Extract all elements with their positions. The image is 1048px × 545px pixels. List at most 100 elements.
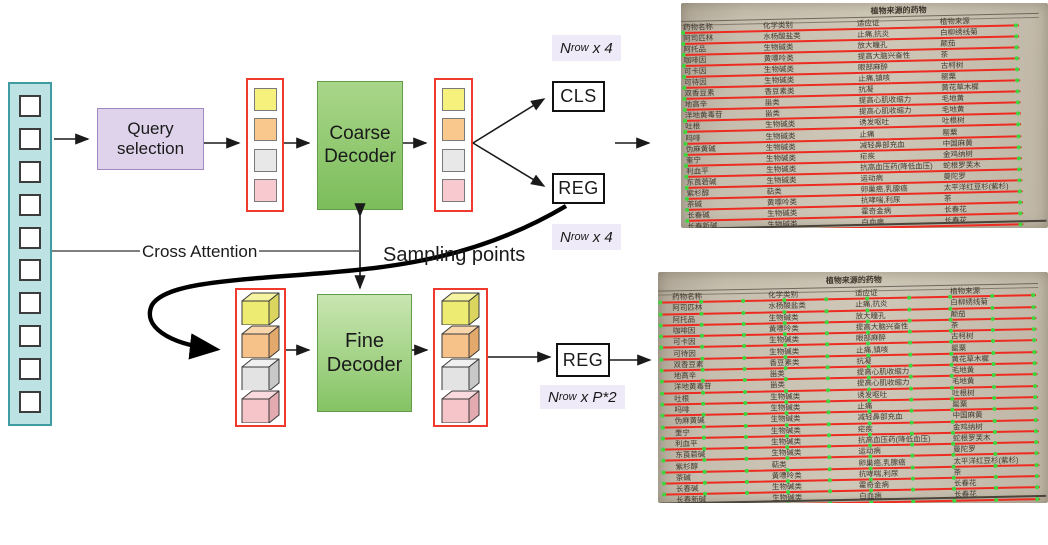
table-cell: 水杨酸盐类 [768, 301, 806, 311]
table-cell: 罂粟 [942, 127, 958, 137]
table-cell: 地高辛 [673, 371, 697, 381]
coarse-result-photo: 植物来源的药物药物名称化学类别适应证植物来源阿司匹林水杨酸盐类止痛,抗炎白柳绣线… [681, 3, 1048, 228]
coarse-output-queries-box [434, 78, 473, 212]
table-cell: 吐根树 [942, 116, 965, 126]
table-cell: 萜类 [771, 459, 787, 469]
sampling-points-label: Sampling points [383, 244, 526, 266]
reg-head-coarse: REG [552, 173, 605, 204]
table-cell: 阿司匹林 [683, 33, 714, 43]
table-cell: 眼部麻醉 [857, 62, 888, 73]
query-cube [241, 292, 279, 325]
query-selection-label: Query selection [116, 119, 185, 158]
table-cell: 毛地黄 [941, 104, 965, 115]
table-cell: 利血平 [686, 166, 709, 176]
table-cell: 药物名称 [682, 22, 714, 32]
table-cell: 黄花草木樨 [951, 353, 990, 364]
photo-table-title: 植物来源的药物 [825, 275, 882, 286]
table-cell: 化学类别 [762, 20, 794, 31]
table-cell: 茶 [943, 193, 952, 203]
fine-decoder-block: Fine Decoder [317, 294, 412, 412]
table-cell: 黄嘌呤类 [763, 53, 794, 64]
table-cell: 金鸡纳树 [952, 421, 983, 432]
table-cell: 萜类 [766, 186, 782, 196]
encoder-token [19, 193, 41, 216]
table-cell: 罂粟 [951, 343, 967, 353]
fine-decoder-label: Fine Decoder [326, 330, 403, 376]
table-cell: 止痛,镇咳 [856, 344, 889, 355]
encoder-token [19, 127, 41, 150]
table-cell: 长春碱 [687, 210, 710, 220]
table-cell: 提高心肌收缩力 [856, 366, 910, 377]
table-cell: 可卡因 [683, 66, 707, 77]
fine-input-queries-box [235, 288, 286, 427]
table-cell: 阿托品 [672, 314, 696, 324]
table-cell: 中国麻黄 [942, 137, 973, 148]
table-cell: 吐根 [685, 122, 701, 132]
table-cell: 双香豆素 [673, 359, 704, 370]
table-cell: 利血平 [674, 438, 698, 449]
table-cell: 古柯树 [950, 331, 974, 341]
table-cell: 洋地黄毒苷 [684, 110, 723, 121]
table-cell: 茶碱 [675, 472, 691, 483]
table-cell: 减轻鼻部充血 [857, 412, 903, 422]
table-cell: 曼陀罗 [953, 444, 976, 454]
table-cell: 提高心肌收缩力 [856, 378, 910, 389]
query-cube [441, 358, 479, 391]
table-cell: 太平洋红豆杉(紫杉) [953, 454, 1019, 466]
table-cell: 放大瞳孔 [855, 310, 886, 321]
table-cell: 生物碱类 [765, 141, 796, 152]
selected-queries-box [246, 78, 284, 212]
table-cell: 吗啡 [674, 405, 690, 415]
table-cell: 霍奇金病 [858, 480, 890, 490]
table-cell: 蛇根罗芙木 [943, 159, 981, 170]
table-cell: 甾类 [769, 369, 785, 379]
encoder-token [19, 160, 41, 183]
table-cell: 生物碱类 [765, 130, 796, 141]
table-cell: 植物来源 [949, 286, 981, 296]
table-cell: 生物碱类 [766, 175, 797, 185]
table-cell: 毛地黄 [951, 376, 975, 387]
table-cell: 抗哮喘,利尿 [858, 468, 899, 479]
table-cell: 咖啡因 [683, 55, 707, 66]
table-cell: 甾类 [764, 109, 781, 119]
encoder-token [19, 226, 41, 249]
table-cell: 可待因 [673, 348, 696, 358]
table-cell: 毛地黄 [951, 365, 975, 375]
reg-head-fine: REG [556, 343, 610, 377]
encoder-feature-column [8, 82, 52, 426]
encoder-token [19, 94, 41, 117]
query-selection-block: Query selection [97, 108, 204, 170]
query-square [442, 179, 465, 203]
table-cell: 止痛 [859, 129, 875, 139]
table-cell: 茶 [940, 50, 949, 60]
table-cell: 眼部麻醉 [855, 333, 887, 343]
table-cell: 蛇根罗芙木 [952, 432, 991, 443]
table-cell: 长春花 [953, 478, 977, 488]
table-cell: 茶 [953, 467, 962, 477]
sampling-point-dot [952, 498, 957, 503]
reg-label: REG [562, 349, 604, 370]
table-cell: 洋地黄毒苷 [673, 382, 712, 392]
query-square [253, 118, 277, 142]
table-cell: 运动病 [860, 173, 884, 183]
query-square [253, 179, 277, 203]
table-cell: 伪麻黄碱 [685, 143, 716, 154]
query-square [253, 87, 277, 111]
table-cell: 霍奇金病 [861, 206, 892, 216]
encoder-token [19, 325, 41, 348]
table-cell: 吐根树 [952, 388, 975, 398]
table-cell: 诱发呕吐 [857, 389, 888, 400]
table-cell: 白柳绣线菊 [940, 27, 978, 38]
sampling-point-dot [910, 499, 915, 503]
table-cell: 阿托品 [683, 44, 707, 55]
table-cell: 中国麻黄 [952, 410, 983, 421]
table-cell: 生物碱类 [765, 152, 797, 163]
table-cell: 东莨菪碱 [686, 176, 717, 187]
table-cell: 伪麻黄碱 [674, 416, 705, 426]
table-cell: 黄嘌呤类 [766, 197, 798, 207]
table-cell: 放大瞳孔 [857, 40, 888, 51]
query-cube [441, 390, 479, 423]
